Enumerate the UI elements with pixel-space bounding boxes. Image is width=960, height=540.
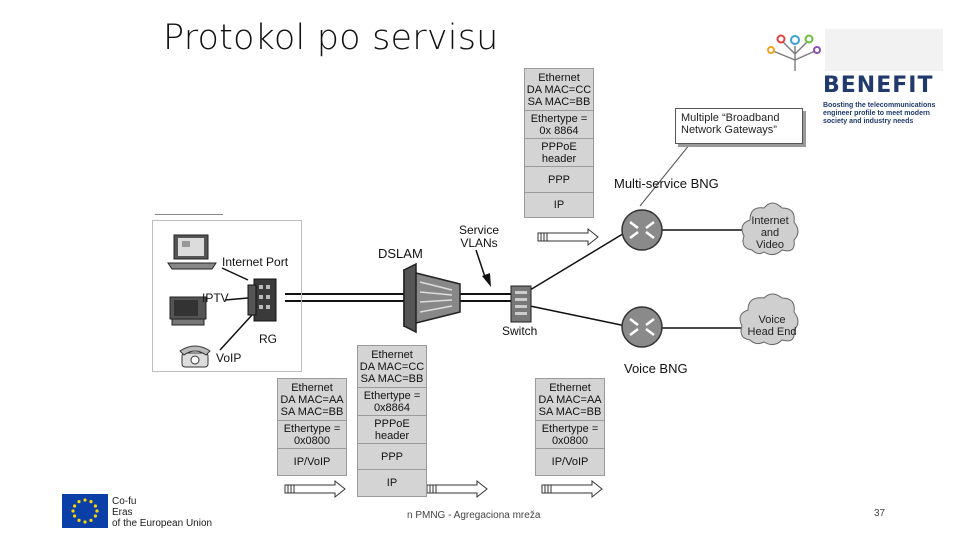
stack-left-ethertype: Ethertype = 0x0800 xyxy=(278,421,346,449)
protocol-stack-top: Ethernet DA MAC=CC SA MAC=BB Ethertype =… xyxy=(524,68,594,218)
dslam-label: DSLAM xyxy=(378,246,423,261)
stack-right-ip-voip: IP/VoIP xyxy=(551,456,589,468)
cloud-voice-label: Voice Head End xyxy=(747,314,797,338)
service-vlans-label: Service VLANs xyxy=(459,223,500,250)
stack-middle-ppp: PPP xyxy=(358,444,426,470)
router-icon-voice-bng xyxy=(621,306,663,348)
switch-label: Switch xyxy=(502,324,538,338)
customer-premises-box xyxy=(152,220,302,372)
eu-cofunded-badge: Co-fu Eras of the European Union xyxy=(62,494,242,530)
eu-badge-text: Co-fu Eras of the European Union xyxy=(112,496,213,529)
computer-icon xyxy=(167,234,217,270)
rg-label: RG xyxy=(259,332,277,346)
eu-flag-icon xyxy=(62,494,108,528)
protocol-stack-left: Ethernet DA MAC=AA SA MAC=BB Ethertype =… xyxy=(277,378,347,476)
customer-premises-edge xyxy=(155,214,223,215)
stack-left-ip-voip: IP/VoIP xyxy=(293,456,331,468)
footer-course-name: n PMNG - Agregaciona mreža xyxy=(407,510,541,521)
bng-callout: Multiple “Broadband Network Gateways” xyxy=(675,108,803,144)
stack-middle-ethertype: Ethertype = 0x8864 xyxy=(358,388,426,416)
cloud-internet-label: Internet and Video xyxy=(751,215,789,251)
stack-left-ethernet: Ethernet DA MAC=AA SA MAC=BB xyxy=(278,379,346,421)
stack-middle-pppoe: PPPoE header xyxy=(358,416,426,444)
stack-top-ethertype: Ethertype = 0x 8864 xyxy=(525,111,593,139)
benefit-logo-name: BENEFIT xyxy=(823,73,934,98)
phone-icon xyxy=(179,345,211,368)
voip-label: VoIP xyxy=(216,351,242,365)
stack-top-pppoe: PPPoE header xyxy=(525,139,593,167)
benefit-logo-tagline: Boosting the telecommunications engineer… xyxy=(823,102,936,125)
iptv-label: IPTV xyxy=(202,291,229,305)
voice-bng-label: Voice BNG xyxy=(624,361,688,376)
benefit-logo: BENEFIT Boosting the telecommunications … xyxy=(765,26,945,126)
protocol-stack-middle: Ethernet DA MAC=CC SA MAC=BB Ethertype =… xyxy=(357,345,427,497)
stack-top-ppp: PPP xyxy=(525,167,593,193)
internet-port-label: Internet Port xyxy=(222,255,289,269)
benefit-logo-graphic xyxy=(767,29,943,71)
switch-icon xyxy=(510,285,532,323)
stack-middle-ethernet: Ethernet DA MAC=CC SA MAC=BB xyxy=(358,346,426,388)
cloud-icon-internet xyxy=(741,202,799,256)
multi-service-bng-label: Multi-service BNG xyxy=(614,176,719,191)
slide-title: Protokol po servisu xyxy=(163,18,499,58)
page-number: 37 xyxy=(874,508,886,519)
stack-top-ip: IP xyxy=(553,199,565,211)
protocol-stack-right: Ethernet DA MAC=AA SA MAC=BB Ethertype =… xyxy=(535,378,605,476)
residential-gateway-icon xyxy=(247,278,277,322)
stack-middle-ip: IP xyxy=(386,477,398,489)
stack-top-ethernet: Ethernet DA MAC=CC SA MAC=BB xyxy=(525,69,593,111)
stack-right-ethertype: Ethertype = 0x0800 xyxy=(536,421,604,449)
tv-icon xyxy=(169,296,207,326)
router-icon-multi-service-bng xyxy=(621,209,663,251)
cloud-icon-voice xyxy=(739,293,799,346)
stack-right-ethernet: Ethernet DA MAC=AA SA MAC=BB xyxy=(536,379,604,421)
dslam-icon xyxy=(403,262,461,334)
